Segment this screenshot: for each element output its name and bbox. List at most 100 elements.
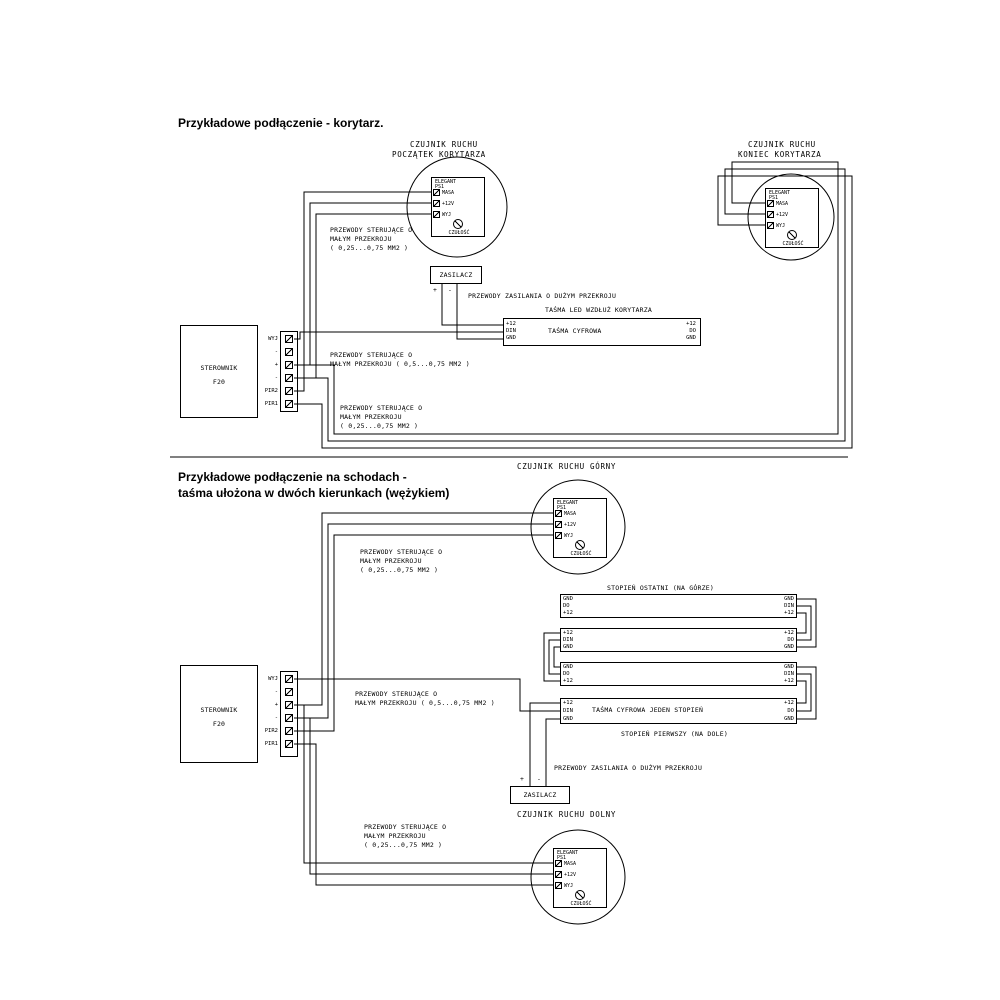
strip-terminal-label: +12 xyxy=(784,700,794,706)
strip-terminal-label: DO xyxy=(787,708,794,714)
terminal-label: - xyxy=(274,375,278,381)
terminal-screw xyxy=(285,335,293,343)
strip-terminal-label: GND xyxy=(784,664,794,670)
terminal-screw xyxy=(555,510,562,517)
bracket-wire xyxy=(797,605,812,641)
strip-terminal-label: DIN xyxy=(784,671,794,677)
led-strip-step xyxy=(560,698,797,724)
potentiometer-label: CZUŁOŚĆ xyxy=(570,901,592,907)
power-wires-label: PRZEWODY ZASILANIA O DUŻYM PRZEKROJU xyxy=(554,764,703,772)
controller-name: STEROWNIK xyxy=(200,706,238,714)
wire-label: PRZEWODY STERUJĄCE O xyxy=(364,823,447,831)
wire xyxy=(529,702,560,786)
wire xyxy=(294,534,553,732)
sensor-end-label-line2: KONIEC KORYTARZA xyxy=(738,150,822,159)
sensor-module: ELEGANT PS1 MASA +12V WYJ CZUŁOŚĆ xyxy=(431,177,485,237)
plus-label: + xyxy=(433,286,438,294)
bracket-wire xyxy=(797,666,817,720)
wire-label: MAŁYM PRZEKROJU xyxy=(330,235,392,243)
terminal-label: - xyxy=(274,349,278,355)
strip-terminal-label: DIN xyxy=(784,603,794,609)
sensor-module: ELEGANT PS1 MASA +12V WYJ CZUŁOŚĆ xyxy=(553,498,607,558)
led-strip-step xyxy=(560,662,797,686)
sensor-brand: ELEGANT xyxy=(557,500,579,506)
terminal-label: - xyxy=(274,715,278,721)
wire xyxy=(545,718,560,786)
sensitivity-potentiometer xyxy=(575,540,585,550)
wire-label: ( 0,25...0,75 MM2 ) xyxy=(364,841,443,849)
strip-terminal-label: DIN xyxy=(506,328,516,334)
strip-terminal-label: +12 xyxy=(784,610,794,616)
strip-terminal-label: GND xyxy=(784,644,794,650)
strip-terminal-label: DIN xyxy=(563,637,573,643)
terminal-label: + xyxy=(274,702,278,708)
wire-label: MAŁYM PRZEKROJU ( 0,5...0,75 MM2 ) xyxy=(330,360,470,368)
potentiometer-label: CZUŁOŚĆ xyxy=(570,551,592,557)
terminal-label: WYJ xyxy=(564,532,574,539)
terminal-label: +12V xyxy=(442,200,455,207)
wire xyxy=(294,704,553,864)
sensor-module: ELEGANT PS1 MASA +12V WYJ CZUŁOŚĆ xyxy=(553,848,607,908)
controller-box xyxy=(180,665,258,763)
strip-terminal-label: GND xyxy=(563,596,573,602)
controller-model: F20 xyxy=(212,720,226,728)
wire xyxy=(294,678,560,712)
terminal-label: WYJ xyxy=(564,882,574,889)
terminal-screw xyxy=(555,882,562,889)
terminal-screw xyxy=(285,374,293,382)
terminal-screw xyxy=(285,740,293,748)
strip-name: TAŚMA CYFROWA xyxy=(548,327,602,335)
controller-model: F20 xyxy=(212,378,226,386)
terminal-screw xyxy=(285,675,293,683)
minus-label: - xyxy=(448,286,453,294)
strip-terminal-label: +12 xyxy=(563,678,573,684)
sensor-start-label-line1: CZUJNIK RUCHU xyxy=(410,140,478,149)
bracket-wire xyxy=(797,680,807,704)
sensor-module: ELEGANT PS1 MASA +12V WYJ CZUŁOŚĆ xyxy=(765,188,819,248)
step-first-label: STOPIEŃ PIERWSZY (NA DOLE) xyxy=(621,730,728,738)
controller-terminal-block xyxy=(280,331,298,412)
sensor-top-label: CZUJNIK RUCHU GÓRNY xyxy=(517,462,617,471)
wire xyxy=(294,512,553,706)
sensor-brand: ELEGANT xyxy=(769,190,791,196)
power-wires-label: PRZEWODY ZASILANIA O DUŻYM PRZEKROJU xyxy=(468,292,617,300)
bracket-wire xyxy=(548,639,560,675)
strip-terminal-label: GND xyxy=(784,716,794,722)
terminal-label: - xyxy=(274,689,278,695)
terminal-screw xyxy=(285,387,293,395)
sensor-end-label-line1: CZUJNIK RUCHU xyxy=(748,140,816,149)
strip-terminal-label: GND xyxy=(563,644,573,650)
step-last-label: STOPIEŃ OSTATNI (NA GÓRZE) xyxy=(607,584,714,592)
plus-label: + xyxy=(520,775,525,783)
strip-terminal-label: +12 xyxy=(784,630,794,636)
terminal-label: MASA xyxy=(564,860,577,867)
terminal-screw xyxy=(433,189,440,196)
terminal-screw xyxy=(767,211,774,218)
terminal-screw xyxy=(555,532,562,539)
strip-terminal-label: +12 xyxy=(563,700,573,706)
wire xyxy=(294,331,503,340)
sensor-model: PS1 xyxy=(557,855,567,861)
bracket-wire xyxy=(797,598,817,648)
wire xyxy=(294,191,431,392)
strip-terminal-label: DO xyxy=(787,637,794,643)
strip-terminal-label: DO xyxy=(689,328,696,334)
wire xyxy=(456,284,503,340)
potentiometer-label: CZUŁOŚĆ xyxy=(448,230,470,236)
strip-title: TAŚMA LED WZDŁUŻ KORYTARZA xyxy=(545,306,652,314)
strip-terminal-label: GND xyxy=(563,716,573,722)
terminal-screw xyxy=(285,348,293,356)
minus-label: - xyxy=(537,775,542,783)
sensitivity-potentiometer xyxy=(453,219,463,229)
strip-terminal-label: +12 xyxy=(784,678,794,684)
wire-label: MAŁYM PRZEKROJU xyxy=(364,832,426,840)
terminal-label: PIR2 xyxy=(264,728,278,734)
sensitivity-potentiometer xyxy=(575,890,585,900)
terminal-label: PIR2 xyxy=(264,388,278,394)
controller-box xyxy=(180,325,258,418)
wire-label: MAŁYM PRZEKROJU ( 0,5...0,75 MM2 ) xyxy=(355,699,495,707)
strip-terminal-label: GND xyxy=(506,335,516,341)
wire-label: PRZEWODY STERUJĄCE O xyxy=(340,404,423,412)
terminal-label: WYJ xyxy=(776,222,786,229)
